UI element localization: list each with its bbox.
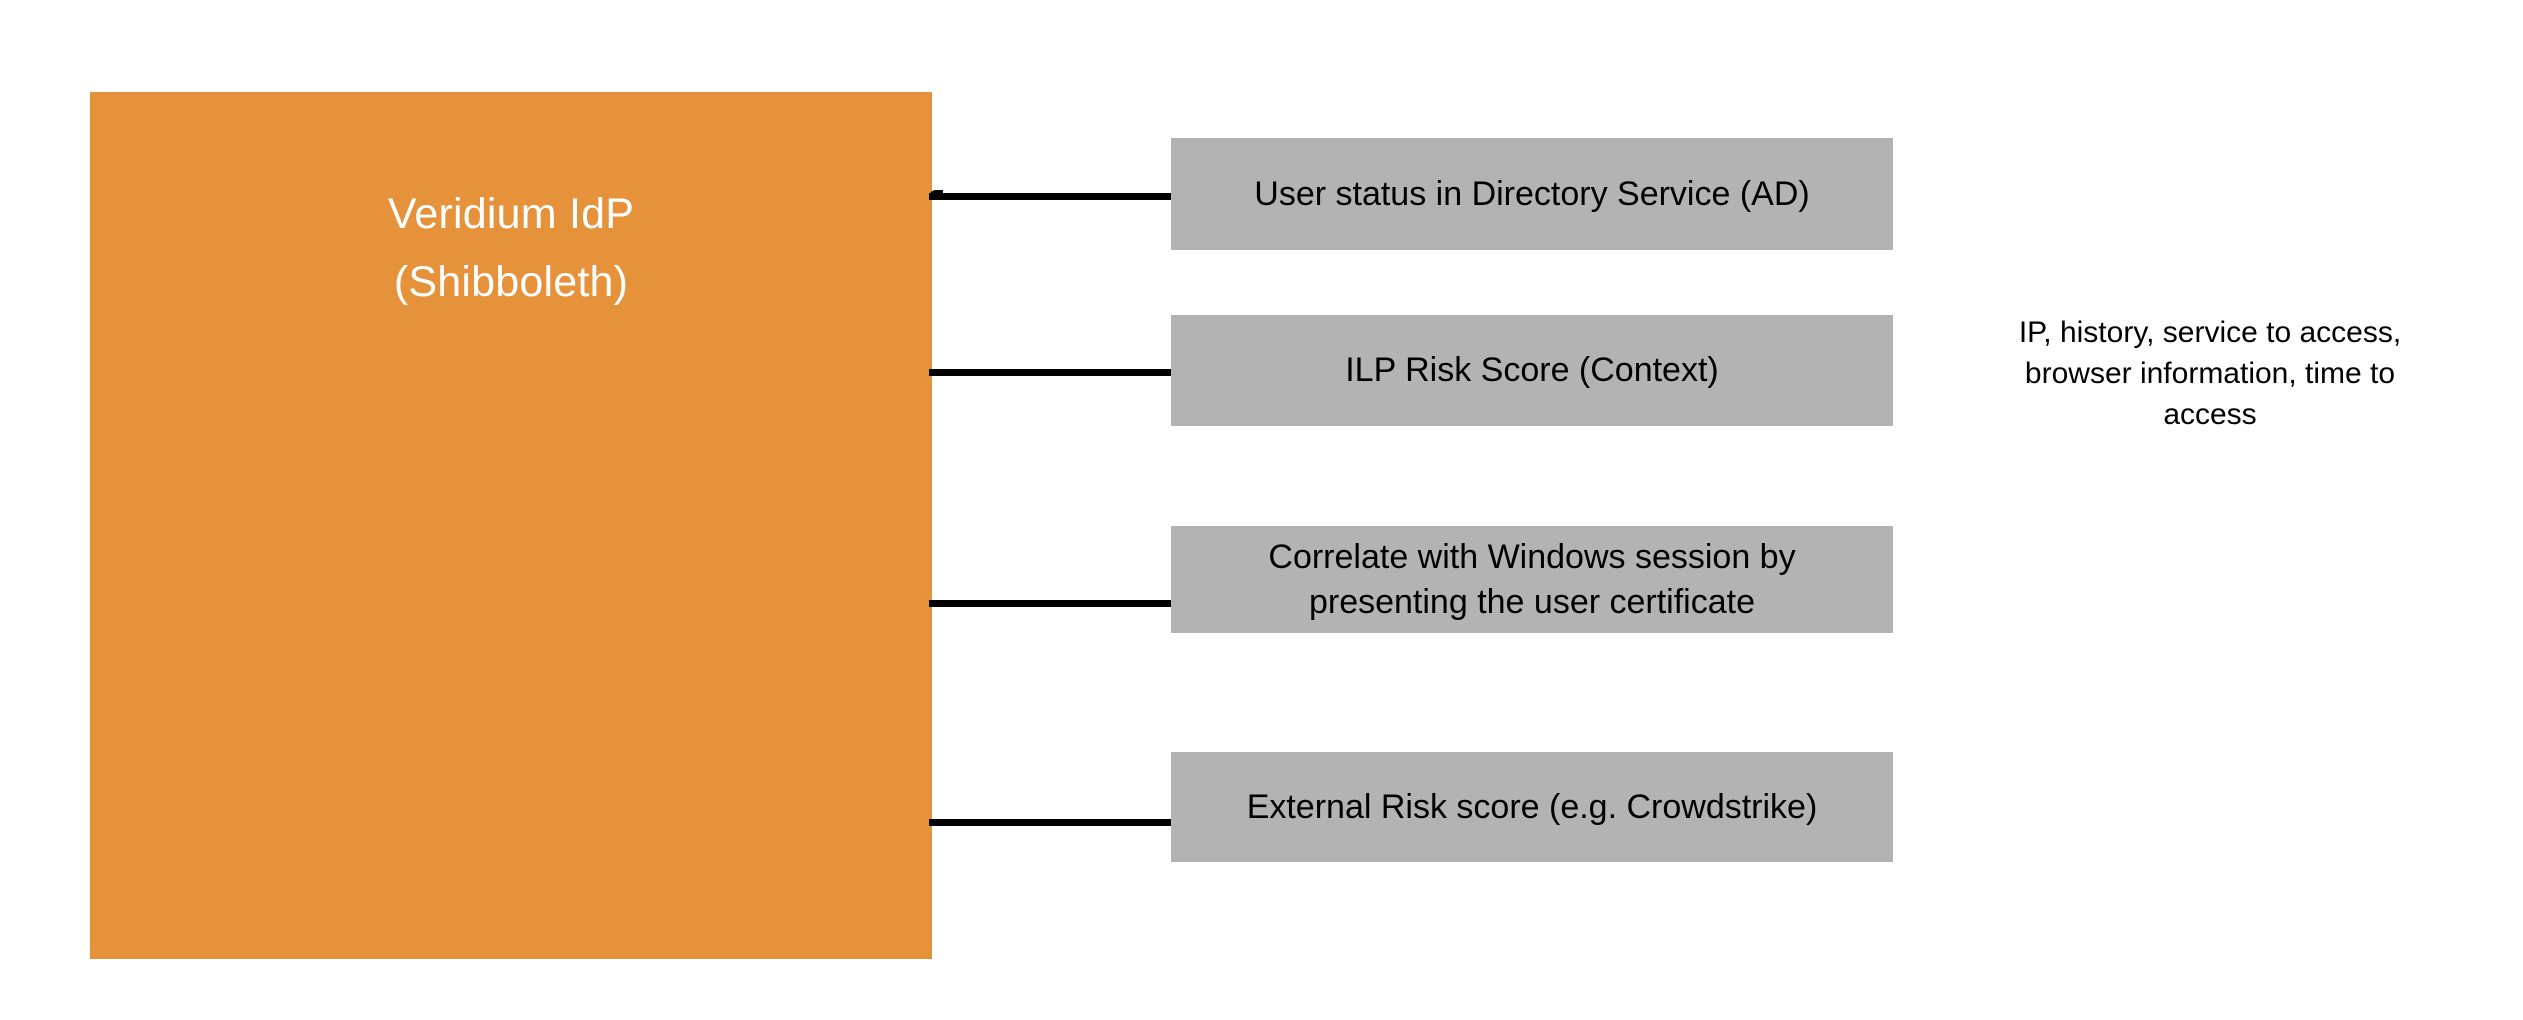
factor-node-label: Correlate with Windows session by presen… xyxy=(1268,537,1796,621)
idp-primary-node[interactable]: Veridium IdP (Shibboleth) xyxy=(90,92,932,959)
connector-line-user-status xyxy=(929,190,1172,200)
factor-node-user-status[interactable]: User status in Directory Service (AD) xyxy=(1171,138,1893,250)
factor-node-label: External Risk score (e.g. Crowdstrike) xyxy=(1246,787,1818,826)
connector-line-external-risk-score xyxy=(929,819,1172,826)
factor-node-ilp-risk-score[interactable]: ILP Risk Score (Context) xyxy=(1171,315,1893,426)
idp-primary-node-label: Veridium IdP (Shibboleth) xyxy=(387,190,635,306)
factor-node-external-risk-score[interactable]: External Risk score (e.g. Crowdstrike) xyxy=(1171,752,1893,862)
factor-node-windows-session-correlation[interactable]: Correlate with Windows session by presen… xyxy=(1171,526,1893,633)
context-annotation-text: IP, history, service to access, browser … xyxy=(2018,316,2402,431)
factor-node-label: ILP Risk Score (Context) xyxy=(1345,351,1719,389)
factor-node-label: User status in Directory Service (AD) xyxy=(1254,174,1810,213)
connector-line-ilp-risk-score xyxy=(929,369,1172,376)
connector-line-windows-session-correlation xyxy=(929,600,1172,607)
